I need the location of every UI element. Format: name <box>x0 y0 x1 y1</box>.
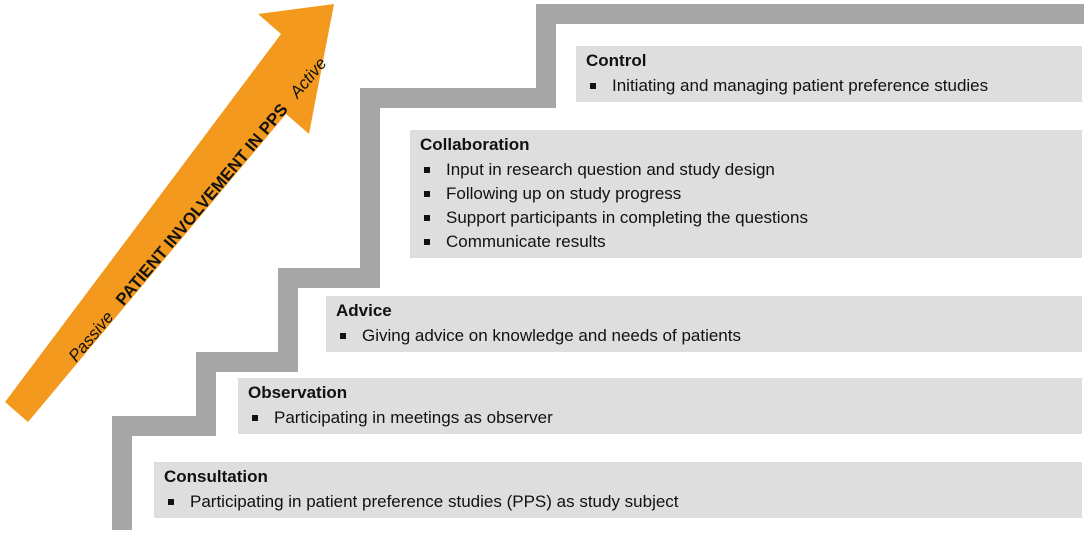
bullet-icon <box>424 215 430 221</box>
bullet-icon <box>340 333 346 339</box>
bullet-icon <box>252 415 258 421</box>
bullet-icon <box>424 191 430 197</box>
list-item: Input in research question and study des… <box>420 158 1074 182</box>
list-item: Initiating and managing patient preferen… <box>586 74 1074 98</box>
level-box-advice: Advice Giving advice on knowledge and ne… <box>326 296 1082 352</box>
list-item: Following up on study progress <box>420 182 1074 206</box>
list-item: Participating in patient preference stud… <box>164 490 1074 514</box>
level-title: Advice <box>336 301 392 320</box>
level-box-collaboration: Collaboration Input in research question… <box>410 130 1082 258</box>
list-item: Participating in meetings as observer <box>248 406 1074 430</box>
level-title: Control <box>586 51 647 70</box>
list-item: Communicate results <box>420 230 1074 254</box>
bullet-icon <box>424 239 430 245</box>
level-box-control: Control Initiating and managing patient … <box>576 46 1082 102</box>
bullet-icon <box>168 499 174 505</box>
level-title: Collaboration <box>420 135 530 154</box>
staircase-line <box>112 4 1084 530</box>
involvement-arrow <box>5 4 334 422</box>
level-box-consultation: Consultation Participating in patient pr… <box>154 462 1082 518</box>
level-title: Observation <box>248 383 348 402</box>
level-title: Consultation <box>164 467 268 486</box>
list-item: Support participants in completing the q… <box>420 206 1074 230</box>
bullet-icon <box>424 167 430 173</box>
level-box-observation: Observation Participating in meetings as… <box>238 378 1082 434</box>
bullet-icon <box>590 83 596 89</box>
list-item: Giving advice on knowledge and needs of … <box>336 324 1074 348</box>
